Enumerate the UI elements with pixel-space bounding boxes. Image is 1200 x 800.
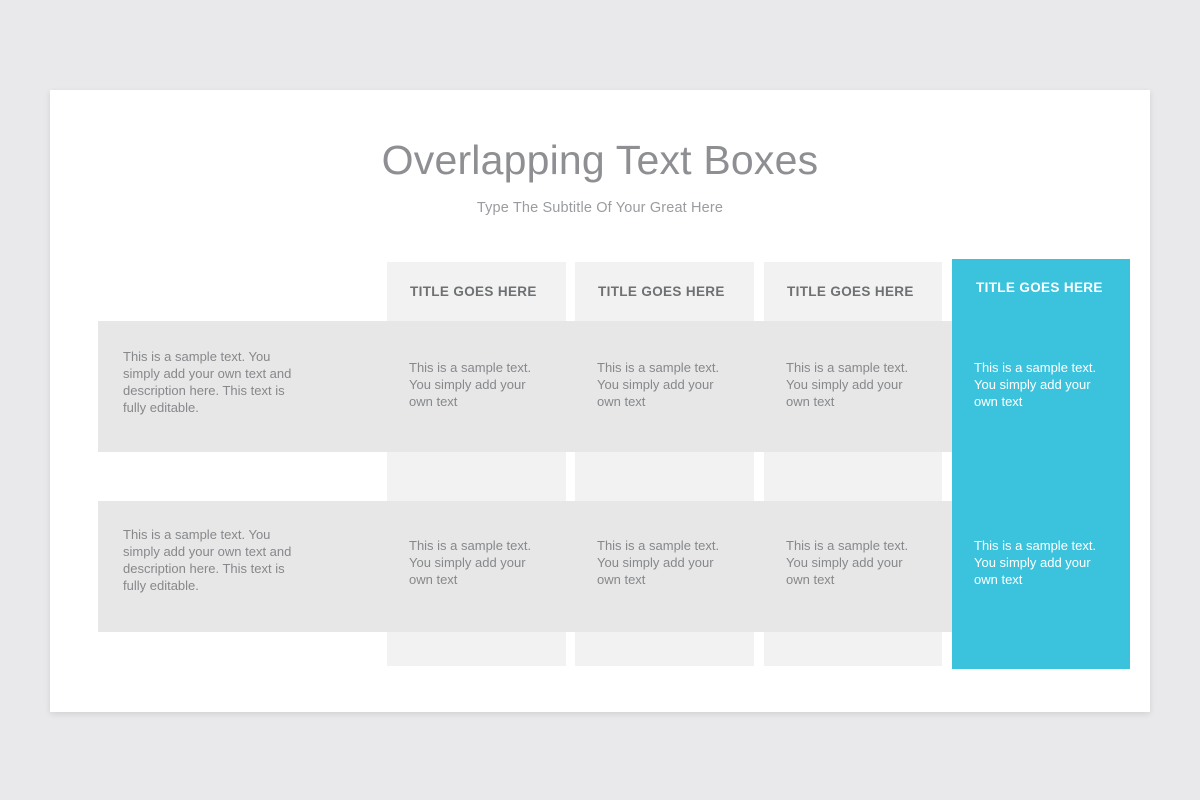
column-title: TITLE GOES HERE xyxy=(598,284,725,299)
cell-r1-c2: This is a sample text. You simply add yo… xyxy=(597,360,720,410)
page-title: Overlapping Text Boxes xyxy=(381,137,819,183)
cell-r1-c4: This is a sample text. You simply add yo… xyxy=(974,360,1097,410)
row-band-2[interactable] xyxy=(98,501,1100,632)
cell-r2-c2: This is a sample text. You simply add yo… xyxy=(597,538,720,588)
cell-r1-c1: This is a sample text. You simply add yo… xyxy=(409,360,532,410)
cell-r1-c3: This is a sample text. You simply add yo… xyxy=(786,360,909,410)
row-band-1[interactable] xyxy=(98,321,1100,452)
slide-header: Overlapping Text Boxes Type The Subtitle… xyxy=(50,90,1150,216)
slide-card: Overlapping Text Boxes Type The Subtitle… xyxy=(50,90,1150,712)
cell-r2-c4: This is a sample text. You simply add yo… xyxy=(974,538,1097,588)
column-title: TITLE GOES HERE xyxy=(410,284,537,299)
overlapping-boxes-diagram: TITLE GOES HERE TITLE GOES HERE TITLE GOES… xyxy=(50,90,1150,712)
row-2-lead-text: This is a sample text. You simply add yo… xyxy=(123,527,292,594)
column-4-highlighted[interactable]: TITLE GOES HERE xyxy=(952,259,1130,669)
row-1-lead-text: This is a sample text. You simply add yo… xyxy=(123,349,292,416)
cell-r2-c1: This is a sample text. You simply add yo… xyxy=(409,538,532,588)
column-title: TITLE GOES HERE xyxy=(976,280,1103,295)
cell-r2-c3: This is a sample text. You simply add yo… xyxy=(786,538,909,588)
column-title: TITLE GOES HERE xyxy=(787,284,914,299)
page-subtitle: Type The Subtitle Of Your Great Here xyxy=(476,200,724,217)
